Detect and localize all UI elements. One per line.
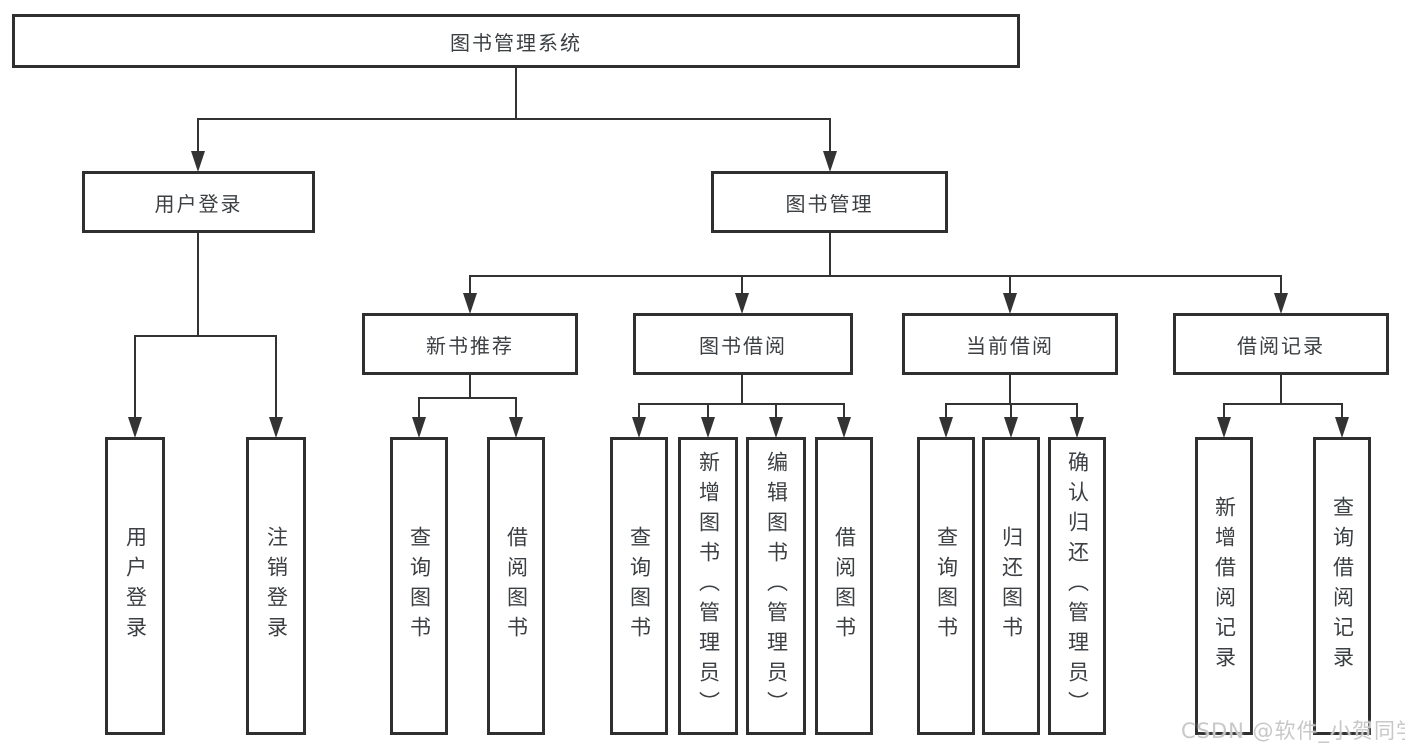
node-label: 新书推荐 xyxy=(426,333,514,358)
leaf-return-books: 归还图书 xyxy=(982,437,1040,735)
leaf-label: 查询图书 xyxy=(407,526,432,646)
leaf-label: 归还图书 xyxy=(999,526,1024,646)
leaf-query-books-current: 查询图书 xyxy=(917,437,975,735)
node-borrowing-records: 借阅记录 xyxy=(1173,313,1389,375)
leaf-label: 查询借阅记录 xyxy=(1330,496,1355,676)
leaf-label: 查询图书 xyxy=(627,526,652,646)
leaf-label: 新增图书（管理员） xyxy=(696,451,721,721)
leaf-query-borrow-record: 查询借阅记录 xyxy=(1313,437,1371,735)
leaf-add-borrow-record: 新增借阅记录 xyxy=(1195,437,1253,735)
node-new-book-recommendation: 新书推荐 xyxy=(362,313,578,375)
leaf-query-books-borrowing: 查询图书 xyxy=(610,437,668,735)
leaf-user-login: 用户登录 xyxy=(105,437,165,735)
leaf-label: 借阅图书 xyxy=(832,526,857,646)
arrowheads xyxy=(128,151,1349,438)
leaf-label: 确认归还（管理员） xyxy=(1065,451,1090,721)
leaf-confirm-return-admin: 确认归还（管理员） xyxy=(1048,437,1106,735)
node-library-management-system: 图书管理系统 xyxy=(12,14,1020,68)
node-label: 当前借阅 xyxy=(966,333,1054,358)
node-book-management: 图书管理 xyxy=(711,171,948,233)
csdn-watermark: CSDN @软件_小贺同学 xyxy=(1181,719,1405,743)
node-book-borrowing: 图书借阅 xyxy=(633,313,853,375)
leaf-logout: 注销登录 xyxy=(246,437,306,735)
leaf-edit-book-admin: 编辑图书（管理员） xyxy=(746,437,806,735)
leaf-label: 查询图书 xyxy=(934,526,959,646)
node-current-borrowing: 当前借阅 xyxy=(902,313,1118,375)
leaf-borrow-books-borrowing: 借阅图书 xyxy=(815,437,873,735)
leaf-label: 注销登录 xyxy=(264,526,289,646)
leaf-add-book-admin: 新增图书（管理员） xyxy=(678,437,738,735)
node-label: 用户登录 xyxy=(154,191,243,216)
node-label: 图书借阅 xyxy=(699,333,787,358)
leaf-label: 编辑图书（管理员） xyxy=(764,451,789,721)
leaf-query-books-recommend: 查询图书 xyxy=(390,437,448,735)
leaf-label: 借阅图书 xyxy=(504,526,529,646)
leaf-borrow-books-recommend: 借阅图书 xyxy=(487,437,545,735)
node-user-login: 用户登录 xyxy=(82,171,315,233)
node-label: 借阅记录 xyxy=(1237,333,1325,358)
leaf-label: 新增借阅记录 xyxy=(1212,496,1237,676)
node-label: 图书管理系统 xyxy=(450,30,582,55)
node-label: 图书管理 xyxy=(785,191,874,216)
leaf-label: 用户登录 xyxy=(123,526,148,646)
